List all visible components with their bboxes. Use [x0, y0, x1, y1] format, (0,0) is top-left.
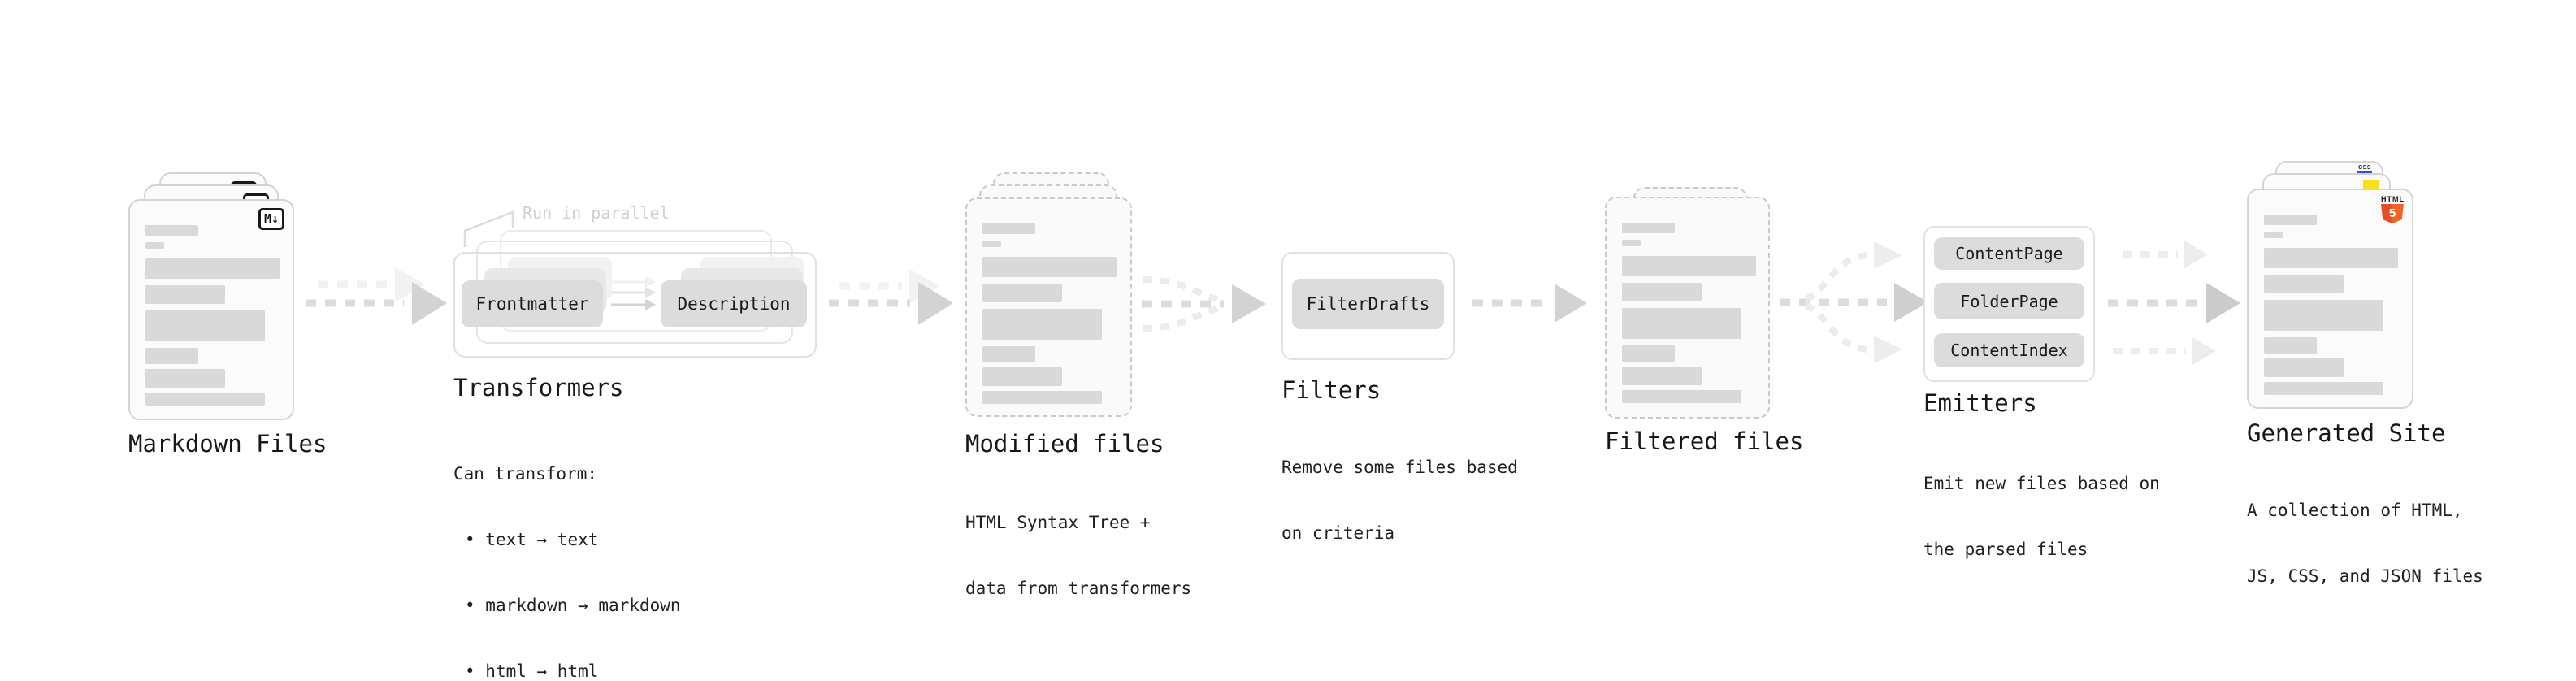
markdown-files-label: Markdown Files	[128, 430, 327, 458]
generated-file-card-html: HTML 5	[2247, 189, 2413, 409]
desc-line: Emit new files based on	[1923, 474, 2160, 493]
folderpage-box: FolderPage	[1934, 283, 2084, 319]
emitters-description: Emit new files based on the parsed files	[1923, 429, 2160, 605]
filtered-file-card-front	[1605, 197, 1770, 419]
modified-files-description: HTML Syntax Tree + data from transformer…	[965, 468, 1191, 644]
frontmatter-box: Frontmatter	[462, 280, 603, 327]
css-icon: CSS	[2357, 165, 2372, 174]
filters-title: Filters	[1281, 376, 1381, 404]
html5-icon-number: 5	[2388, 206, 2396, 220]
arrow-modified-to-filters	[1142, 276, 1266, 332]
markdown-file-card-front: M↓	[128, 199, 294, 420]
html5-icon-label: HTML	[2381, 195, 2405, 203]
file-content-placeholder	[145, 225, 280, 406]
transformers-bullet: html → html	[453, 661, 681, 681]
description-box: Description	[661, 280, 807, 327]
contentindex-box: ContentIndex	[1934, 333, 2084, 367]
generated-site-label: Generated Site	[2247, 419, 2446, 447]
desc-line: JS, CSS, and JSON files	[2247, 566, 2483, 586]
desc-line: the parsed files	[1923, 540, 2088, 559]
desc-line: HTML Syntax Tree +	[965, 513, 1151, 532]
javascript-icon	[2363, 180, 2379, 189]
modified-file-card-front	[965, 197, 1132, 417]
filtered-files-label: Filtered files	[1605, 427, 1804, 455]
emitters-title: Emitters	[1923, 389, 2037, 417]
arrow-filters-to-filtered	[1472, 284, 1587, 323]
arrow-emitters-to-generated	[2108, 241, 2240, 365]
file-content-placeholder	[1622, 223, 1756, 403]
file-content-placeholder	[982, 223, 1117, 404]
transformers-description: Can transform: text → text markdown → ma…	[453, 419, 681, 681]
run-in-parallel-annotation: Run in parallel	[523, 203, 670, 223]
transformers-bullet: markdown → markdown	[453, 595, 680, 617]
generated-site-description: A collection of HTML, JS, CSS, and JSON …	[2247, 456, 2483, 631]
desc-line: on criteria	[1281, 523, 1395, 543]
markdown-icon: M↓	[258, 208, 284, 230]
transformers-bullet: text → text	[453, 529, 681, 551]
file-content-placeholder	[2264, 215, 2398, 395]
html5-icon: HTML 5	[2381, 195, 2404, 223]
desc-line: data from transformers	[965, 579, 1192, 598]
desc-line: Remove some files based	[1281, 458, 1518, 477]
html5-icon-shield: 5	[2381, 204, 2404, 223]
transformer-layer-front	[453, 252, 817, 358]
contentpage-box: ContentPage	[1934, 237, 2084, 270]
arrow-filtered-to-emitters	[1780, 241, 1928, 363]
filters-description: Remove some files based on criteria	[1281, 413, 1518, 588]
transformers-desc-heading: Can transform:	[453, 464, 598, 484]
arrow-markdown-to-transformers	[306, 267, 447, 325]
arrow-transformers-to-modified	[829, 269, 953, 325]
filterdrafts-box: FilterDrafts	[1292, 279, 1444, 329]
run-in-parallel-callout-line	[463, 210, 514, 247]
desc-line: A collection of HTML,	[2247, 501, 2463, 520]
modified-files-label: Modified files	[965, 430, 1164, 458]
transformer-parallel-arrows	[611, 276, 656, 310]
transformers-title: Transformers	[453, 374, 624, 401]
